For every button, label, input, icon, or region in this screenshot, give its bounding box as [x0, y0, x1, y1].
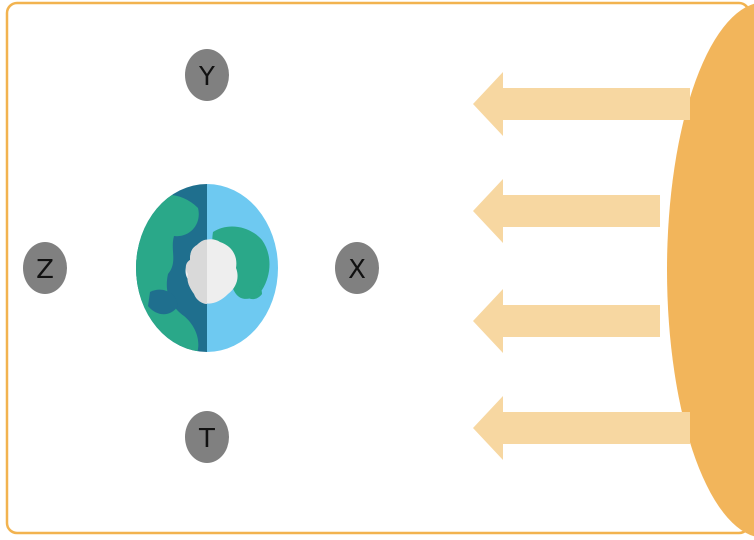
moon-icon: [335, 242, 379, 294]
moon-icon: [185, 411, 229, 463]
moon-label: Z: [36, 255, 54, 285]
sunlight-arrow-icon: [473, 72, 690, 136]
moon-label: T: [198, 424, 215, 454]
moon-label: X: [348, 255, 366, 285]
moon-x: X: [335, 242, 379, 294]
sunlight-arrow-icon: [473, 179, 660, 243]
sunlight-arrow-icon: [473, 396, 690, 460]
earth-icon: [136, 184, 278, 352]
moon-t: T: [185, 411, 229, 463]
moon-icon: [23, 242, 67, 294]
sunlight-arrow-icon: [473, 289, 660, 353]
sun-icon: [667, 3, 754, 537]
sunlight-arrows: [473, 72, 690, 460]
moon-z: Z: [23, 242, 67, 294]
moon-y: Y: [185, 49, 229, 101]
moon-label: Y: [198, 62, 215, 92]
moon-icon: [185, 49, 229, 101]
